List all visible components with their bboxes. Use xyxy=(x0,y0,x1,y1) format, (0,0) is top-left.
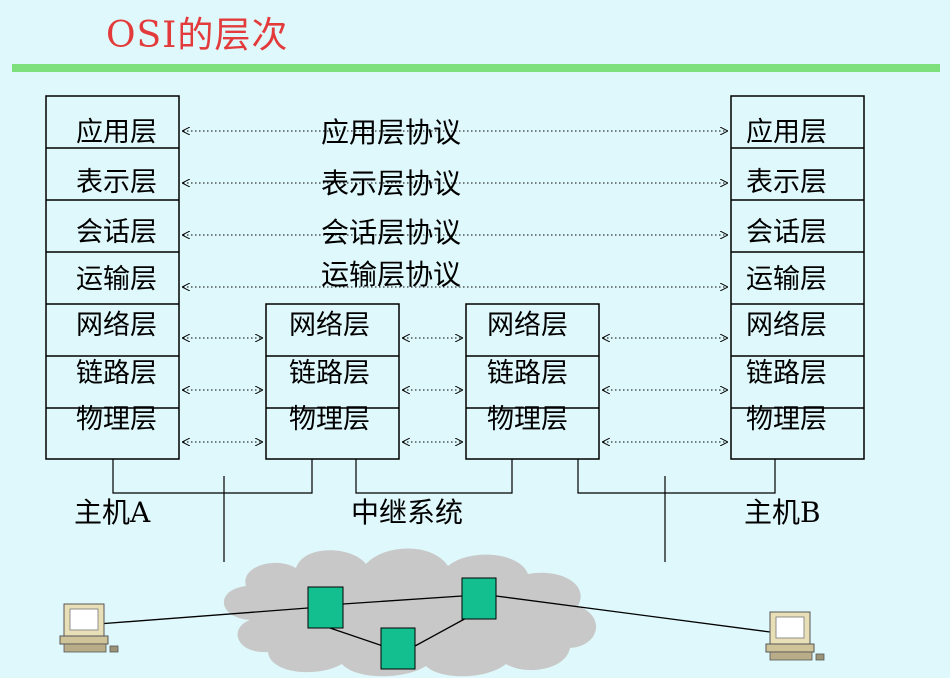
host-a-layer-transport: 运输层 xyxy=(76,264,157,295)
title-divider xyxy=(12,64,940,72)
relay-2-layer-physical: 物理层 xyxy=(487,404,568,435)
host-a-layer-link: 链路层 xyxy=(76,358,157,389)
host-a-stack: 应用层 表示层 会话层 运输层 网络层 链路层 物理层 xyxy=(45,95,180,460)
host-a-layer-network: 网络层 xyxy=(76,310,157,341)
host-b-layer-session: 会话层 xyxy=(746,217,827,248)
host-a-layer-physical: 物理层 xyxy=(76,404,157,435)
relay-1-layer-physical: 物理层 xyxy=(289,404,370,435)
router-icon xyxy=(307,586,344,629)
host-a-layer-presentation: 表示层 xyxy=(76,167,157,198)
host-b-layer-transport: 运输层 xyxy=(746,264,827,295)
relay-system-label: 中继系统 xyxy=(351,496,463,529)
host-a-layer-session: 会话层 xyxy=(76,217,157,248)
protocol-label-presentation: 表示层协议 xyxy=(321,167,461,200)
peer-protocol-arrows xyxy=(183,131,727,287)
relay-1-layer-network: 网络层 xyxy=(289,310,370,341)
host-b-layer-link: 链路层 xyxy=(746,358,827,389)
host-b-layer-presentation: 表示层 xyxy=(746,167,827,198)
relay-1-stack: 网络层 链路层 物理层 xyxy=(265,303,400,460)
computer-icon xyxy=(59,603,119,653)
relay-2-layer-link: 链路层 xyxy=(487,358,568,389)
hop-arrows xyxy=(183,338,727,442)
host-a-label: 主机A xyxy=(74,496,151,529)
host-a-layer-application: 应用层 xyxy=(76,117,157,148)
protocol-label-session: 会话层协议 xyxy=(321,216,461,249)
host-b-layer-network: 网络层 xyxy=(746,310,827,341)
router-icon xyxy=(461,577,497,620)
host-b-layer-physical: 物理层 xyxy=(746,404,827,435)
computer-icon xyxy=(765,611,825,661)
protocol-label-application: 应用层协议 xyxy=(321,116,461,149)
router-icon xyxy=(380,627,416,670)
host-b-stack: 应用层 表示层 会话层 运输层 网络层 链路层 物理层 xyxy=(730,95,865,460)
relay-2-stack: 网络层 链路层 物理层 xyxy=(465,303,600,460)
relay-1-layer-link: 链路层 xyxy=(289,358,370,389)
cloud-network-icon xyxy=(223,548,597,677)
host-b-label: 主机B xyxy=(744,496,821,529)
host-b-layer-application: 应用层 xyxy=(746,117,827,148)
relay-2-layer-network: 网络层 xyxy=(487,310,568,341)
system-brackets xyxy=(112,459,776,562)
page-title: OSI的层次 xyxy=(106,15,289,56)
network-links xyxy=(97,595,771,647)
protocol-label-transport: 运输层协议 xyxy=(321,258,461,291)
